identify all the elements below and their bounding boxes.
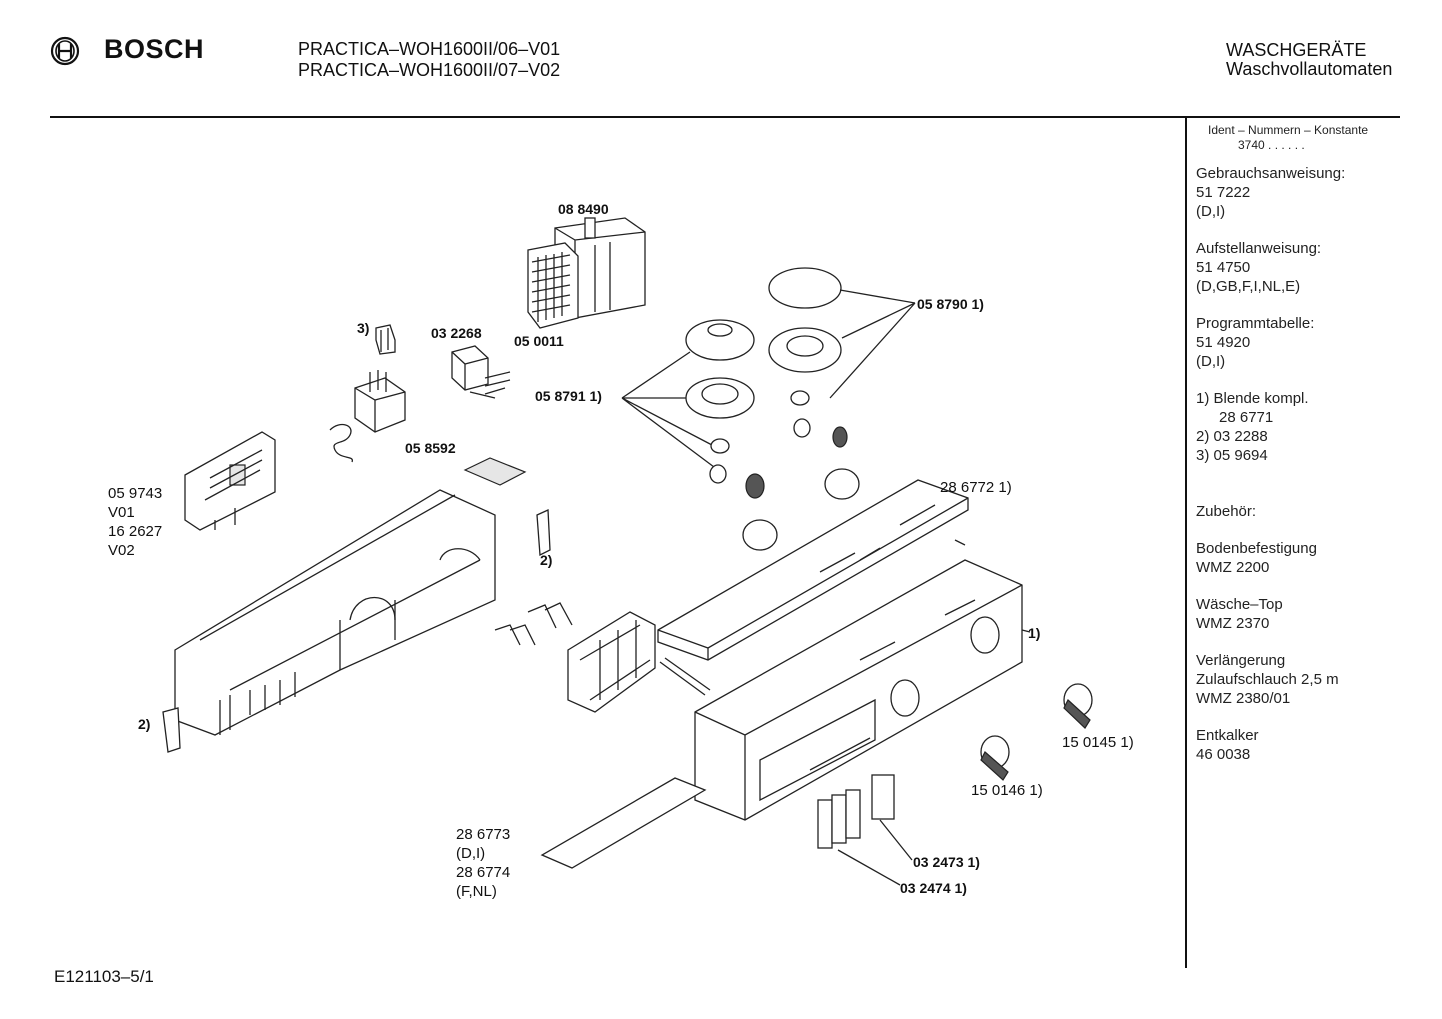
callout-lines	[621, 289, 916, 471]
ident-value: 3740 . . . . . .	[1238, 138, 1305, 152]
sidebar-line: WMZ 2380/01	[1196, 690, 1291, 707]
timer-motor-part	[329, 370, 406, 463]
sidebar-line: Bodenbefestigung	[1196, 540, 1317, 557]
sidebar-line: 1) Blende kompl.	[1196, 390, 1309, 407]
drive-gear-part	[709, 390, 860, 551]
small-switch-part	[375, 324, 396, 355]
sidebar-line: WMZ 2370	[1196, 615, 1270, 632]
clip-part	[162, 707, 181, 753]
part-label-058791: 05 8791 1)	[535, 388, 602, 404]
sidebar-line: 3) 05 9694	[1196, 447, 1268, 464]
front-fascia-part	[694, 559, 1023, 821]
sidebar-line: Verlängerung	[1196, 652, 1286, 669]
part-label-footnote-2: 2)	[540, 552, 553, 568]
sidebar-line: Gebrauchsanweisung:	[1196, 165, 1346, 182]
part-label-286774: 28 6774	[456, 864, 511, 881]
control-chassis-part	[174, 489, 496, 736]
sidebar-line: Programmtabelle:	[1196, 315, 1315, 332]
sidebar-line: Entkalker	[1196, 727, 1259, 744]
part-label-286774-region: (F,NL)	[456, 883, 497, 900]
category-subtitle: Waschvollautomaten	[1226, 59, 1393, 79]
part-label-286772: 28 6772 1)	[940, 479, 1012, 496]
part-label-150145: 15 0145 1)	[1062, 734, 1134, 751]
sidebar-line: Aufstellanweisung:	[1196, 240, 1322, 257]
part-label-032268: 03 2268	[431, 325, 482, 341]
contact-springs-part	[494, 602, 573, 646]
sidebar-line: 28 6771	[1219, 409, 1274, 426]
switch-block-part	[567, 611, 656, 713]
part-label-footnote-2: 2)	[138, 716, 151, 732]
sidebar-line: (D,I)	[1196, 203, 1226, 220]
sidebar-line: 51 4920	[1196, 334, 1251, 351]
rod-part	[659, 657, 711, 696]
ident-title: Ident – Nummern – Konstante	[1208, 123, 1369, 137]
motor-block-part	[527, 217, 646, 329]
part-label-footnote-3: 3)	[357, 320, 370, 336]
part-label-162627-variant: V02	[108, 542, 135, 559]
selector-disc-part	[685, 267, 842, 419]
model-line-2: PRACTICA–WOH1600II/07–V02	[298, 60, 561, 80]
sidebar-line: 2) 03 2288	[1196, 428, 1268, 445]
display-panel-part	[657, 479, 969, 661]
bosch-logo-icon	[50, 36, 80, 66]
part-label-032473: 03 2473 1)	[913, 854, 980, 870]
part-label-032474: 03 2474 1)	[900, 880, 967, 896]
relay-part	[451, 345, 511, 399]
header-divider	[50, 116, 1400, 118]
sidebar-divider	[1185, 118, 1187, 968]
sidebar-line: Zulaufschlauch 2,5 m	[1196, 671, 1339, 688]
sidebar-line: (D,GB,F,I,NL,E)	[1196, 278, 1301, 295]
model-line-1: PRACTICA–WOH1600II/06–V01	[298, 39, 561, 59]
part-label-150146: 15 0146 1)	[971, 782, 1043, 799]
part-label-088490: 08 8490	[558, 201, 609, 217]
sidebar-line: 46 0038	[1196, 746, 1251, 763]
part-label-286773-region: (D,I)	[456, 845, 486, 862]
label-strip-part	[540, 777, 707, 869]
part-label-058790: 05 8790 1)	[917, 296, 984, 312]
part-label-162627: 16 2627	[108, 523, 163, 540]
brand-name: BOSCH	[104, 34, 205, 64]
part-label-footnote-1: 1)	[1028, 625, 1041, 641]
control-knob-part	[980, 683, 1093, 781]
document-code: E121103–5/1	[54, 967, 154, 986]
sidebar-line: 51 7222	[1196, 184, 1251, 201]
push-button-part	[817, 774, 895, 849]
sidebar-line: Zubehör:	[1196, 503, 1257, 520]
part-label-050011: 05 0011	[514, 333, 564, 349]
part-label-058592: 05 8592	[405, 440, 456, 456]
category-title: WASCHGERÄTE	[1226, 40, 1367, 60]
callout-lines	[837, 819, 913, 886]
part-label-286773: 28 6773	[456, 826, 511, 843]
seal-plate-part	[463, 457, 527, 486]
clip-part	[536, 509, 551, 557]
sidebar-line: Wäsche–Top	[1196, 596, 1283, 613]
sidebar-line: WMZ 2200	[1196, 559, 1270, 576]
circuit-board-part	[184, 431, 276, 531]
sidebar-line: 51 4750	[1196, 259, 1251, 276]
part-label-059743-variant: V01	[108, 504, 135, 521]
part-label-059743: 05 9743	[108, 485, 163, 502]
sidebar-line: (D,I)	[1196, 353, 1226, 370]
